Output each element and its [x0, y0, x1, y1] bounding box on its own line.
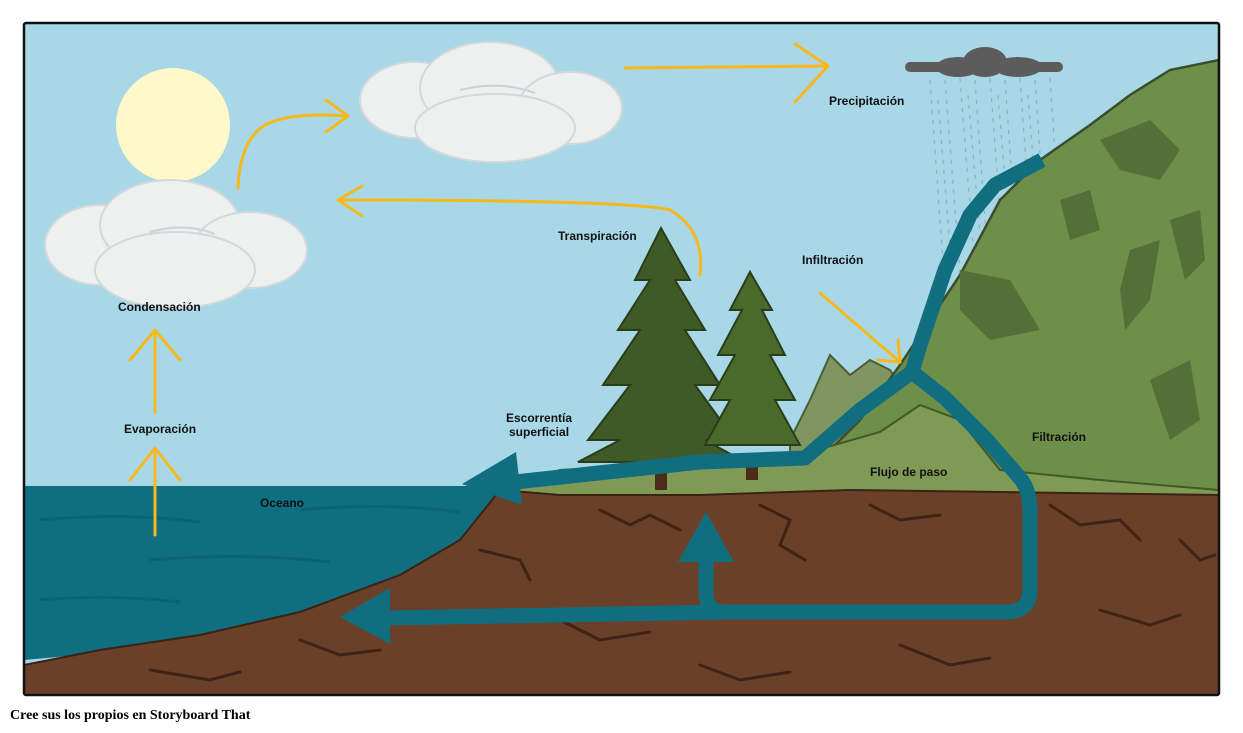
- upper-cloud: [359, 41, 623, 163]
- mountain-shading: [960, 120, 1205, 440]
- groundwater-arrowhead: [340, 588, 390, 644]
- soil-cracks: [148, 503, 1217, 682]
- label-runoff-line1: Escorrentía: [506, 411, 572, 425]
- infiltration-pointer-arrow: [818, 291, 902, 364]
- label-throughflow: Flujo de paso: [870, 465, 947, 479]
- label-infiltration: Infiltración: [802, 253, 863, 267]
- flow-arrowheads: [340, 452, 734, 644]
- cloud-movement-arrow: [623, 42, 830, 104]
- label-condensation: Condensación: [118, 300, 201, 314]
- rain-cloud: [905, 47, 1063, 77]
- label-ocean: Oceano: [260, 496, 304, 510]
- ocean-waves: [39, 504, 461, 604]
- runoff-arrowhead: [462, 452, 522, 505]
- evaporation-arrow-upper: [128, 328, 182, 414]
- upflow-arrowhead: [678, 512, 734, 562]
- infiltration-flow: [904, 153, 1046, 375]
- label-evaporation: Evaporación: [124, 422, 196, 436]
- water-flow-arrows: [384, 153, 1046, 626]
- evaporation-arrow-lower: [128, 446, 182, 537]
- yellow-arrows: [128, 42, 902, 537]
- label-percolation: Filtración: [1032, 430, 1086, 444]
- ocean: [24, 486, 500, 660]
- sun: [116, 68, 230, 182]
- soil: [24, 488, 1219, 695]
- mountain: [807, 58, 1219, 502]
- groundwater-flow: [384, 604, 726, 626]
- label-precipitation: Precipitación: [829, 94, 904, 108]
- runoff-flow: [514, 365, 917, 490]
- transpiration-arrow: [336, 184, 703, 277]
- diagram-labels: Precipitación Condensación Evaporación T…: [118, 94, 1086, 510]
- diagram-frame: [22, 21, 1221, 697]
- storyboard-credit: Cree sus los propios en Storyboard That: [10, 708, 251, 723]
- label-transpiration: Transpiración: [558, 229, 637, 243]
- condensation-cloud: [44, 179, 308, 309]
- label-runoff-line2: superficial: [509, 425, 569, 439]
- rising-arrow: [236, 98, 350, 190]
